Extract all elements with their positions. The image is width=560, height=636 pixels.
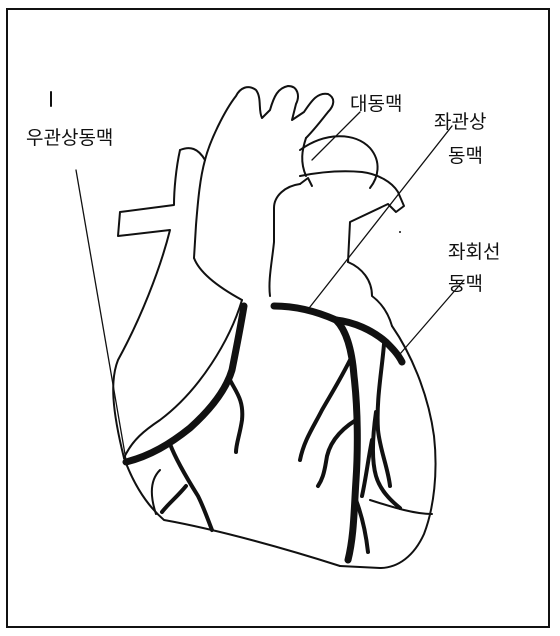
pulmonary-inner-line — [300, 178, 312, 186]
label-left-coronary-line2: 동맥 — [448, 144, 483, 168]
aortic-arch — [300, 136, 378, 188]
stray-dot — [399, 231, 401, 233]
aorta-branches — [205, 86, 333, 160]
right-coronary-vessel — [126, 306, 244, 462]
circumflex-branch-3 — [362, 440, 372, 496]
aorta-right-wall — [302, 138, 306, 176]
right-coronary-branch-1 — [230, 380, 242, 452]
circumflex-branch-1 — [378, 344, 390, 486]
lad-branch-1 — [300, 360, 350, 460]
label-left-circumflex-line1: 좌회선 — [448, 240, 500, 264]
right-coronary-branch-2 — [170, 444, 212, 530]
left-main-vessel — [274, 306, 336, 320]
label-left-circumflex-line2: 동맥 — [448, 272, 483, 296]
superior-vena-cava — [180, 148, 205, 160]
right-coronary-branch-3 — [162, 486, 186, 512]
ascending-aorta — [194, 160, 205, 258]
right-atrium-inner — [194, 258, 242, 300]
pulmonary-trunk-left — [269, 184, 300, 296]
lad-branch-2 — [318, 420, 356, 486]
pulmonary-trunk — [300, 171, 404, 262]
label-aorta: 대동맥 — [350, 92, 402, 116]
groove-line-2 — [152, 470, 160, 514]
leader-right-coronary — [76, 170, 126, 460]
lad-branch-3 — [356, 500, 368, 552]
left-atrial-appendage — [348, 262, 392, 326]
lad-vessel — [336, 320, 357, 560]
leader-left-coronary — [306, 126, 452, 312]
label-left-coronary-line1: 좌관상 — [434, 110, 486, 134]
label-right-coronary-artery: 우관상동맥 — [26, 126, 113, 150]
leader-aorta — [312, 112, 360, 160]
